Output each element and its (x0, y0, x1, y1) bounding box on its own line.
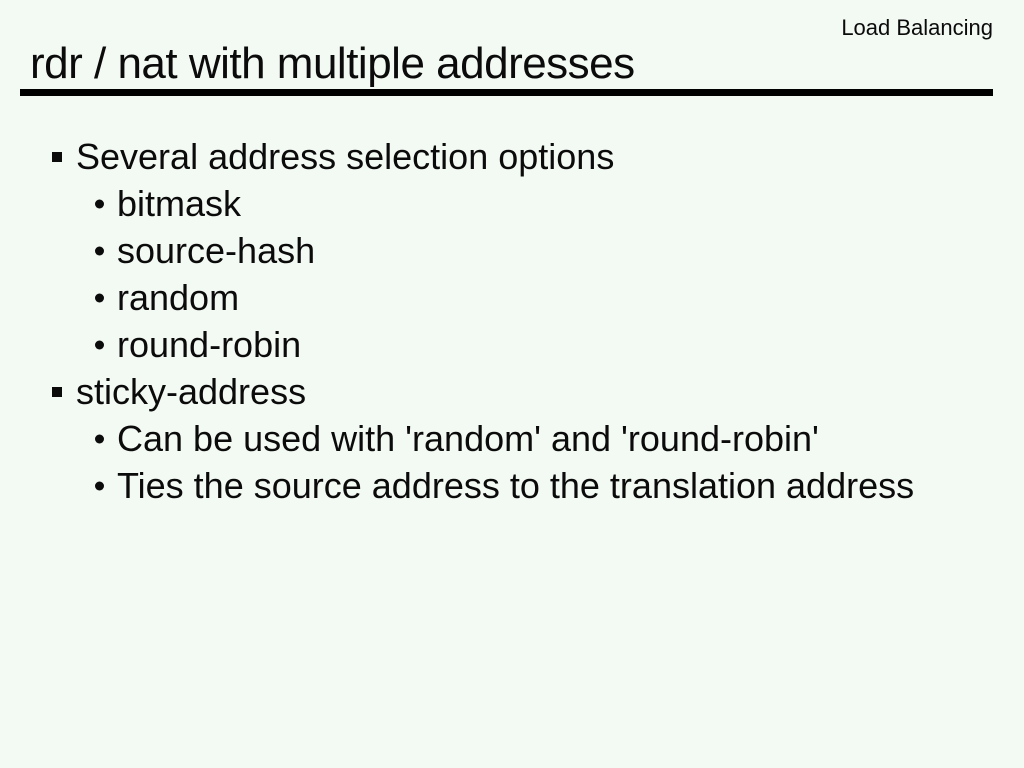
square-bullet-icon (52, 386, 62, 397)
square-bullet-icon (52, 151, 62, 162)
list-item: Ties the source address to the translati… (0, 462, 1024, 509)
list-item: Several address selection options (0, 133, 1024, 180)
bullet-text: Several address selection options (76, 136, 615, 177)
slide-corner-label: Load Balancing (841, 15, 993, 40)
bullet-text: Ties the source address to the translati… (117, 465, 915, 506)
bullet-list: Several address selection options bitmas… (0, 133, 1024, 509)
round-bullet-icon (95, 199, 104, 208)
round-bullet-icon (95, 340, 104, 349)
slide-title: rdr / nat with multiple addresses (30, 39, 635, 88)
list-item: bitmask (0, 180, 1024, 227)
round-bullet-icon (95, 246, 104, 255)
round-bullet-icon (95, 434, 104, 443)
bullet-text: sticky-address (76, 371, 307, 412)
bullet-text: bitmask (117, 183, 242, 224)
bullet-text: source-hash (117, 230, 316, 271)
bullet-text: round-robin (117, 324, 302, 365)
list-item: round-robin (0, 321, 1024, 368)
list-item: sticky-address (0, 368, 1024, 415)
list-item: random (0, 274, 1024, 321)
list-item: source-hash (0, 227, 1024, 274)
bullet-text: random (117, 277, 240, 318)
list-item: Can be used with 'random' and 'round-rob… (0, 415, 1024, 462)
bullet-text: Can be used with 'random' and 'round-rob… (117, 418, 819, 459)
round-bullet-icon (95, 293, 104, 302)
title-rule (20, 89, 993, 96)
round-bullet-icon (95, 481, 104, 490)
